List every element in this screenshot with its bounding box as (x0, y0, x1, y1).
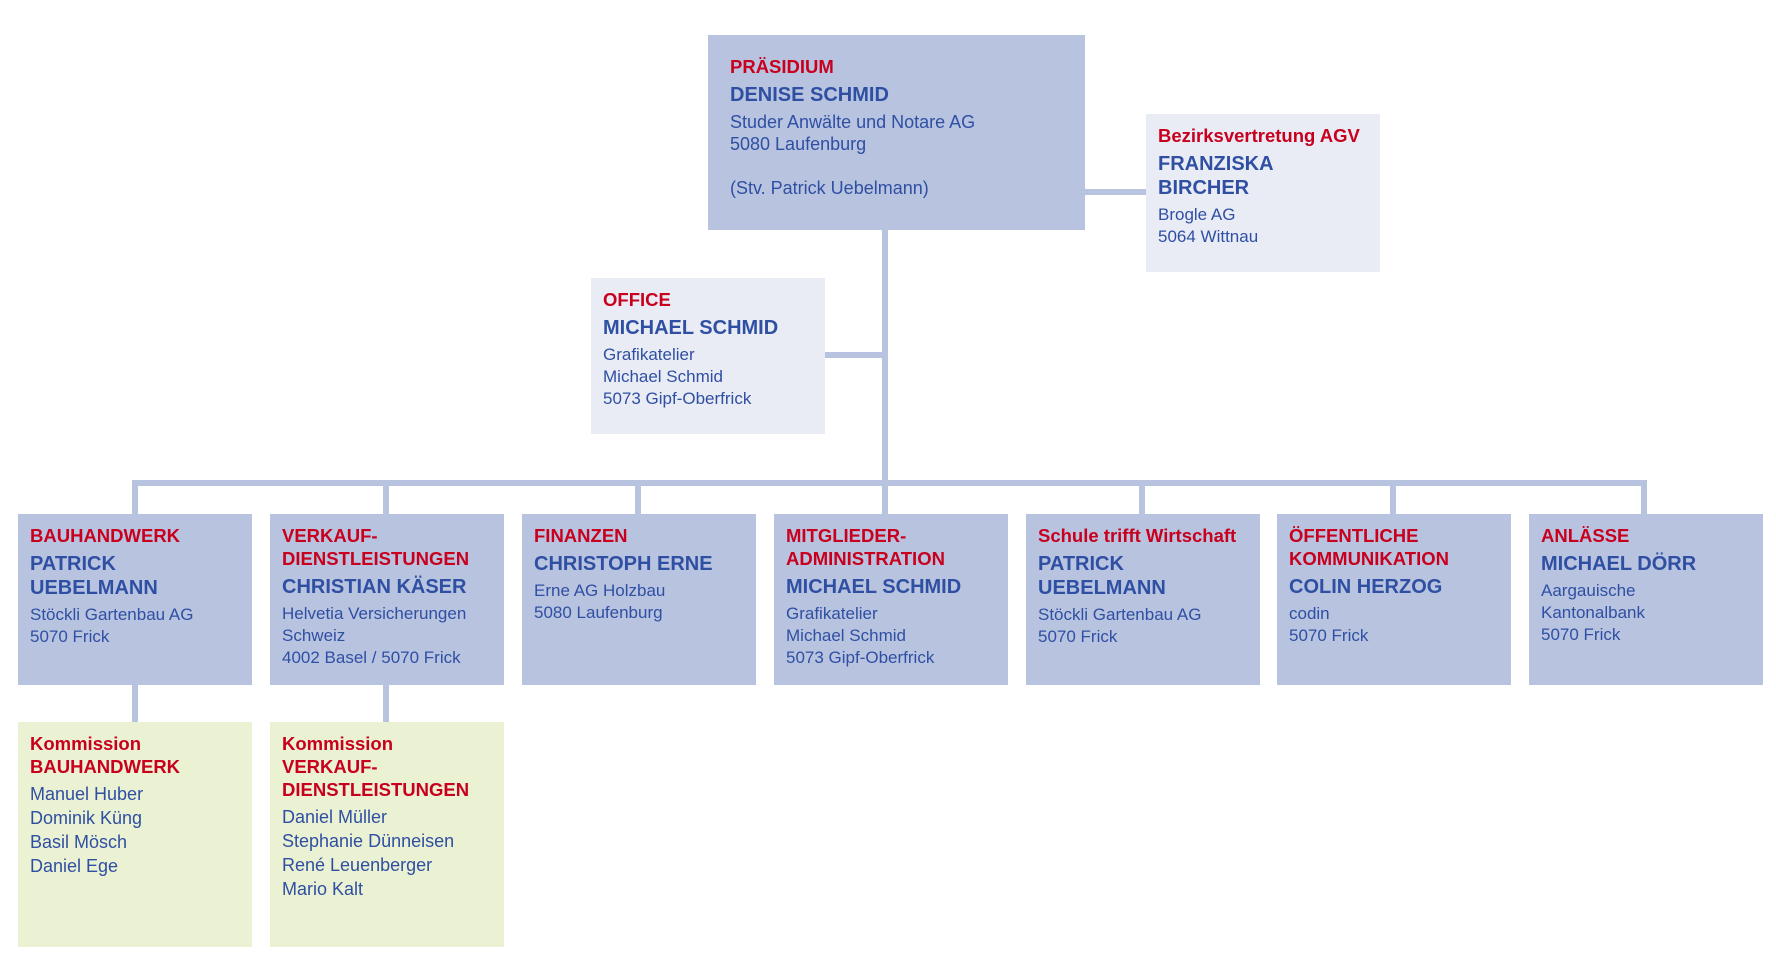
department-name: MICHAEL DÖRR (1541, 553, 1697, 575)
department-details: Aargauische Kantonalbank 5070 Frick (1541, 581, 1645, 644)
connector-dept-6 (1390, 480, 1396, 514)
commission-box-bauhandwerk: Kommission BAUHANDWERK Manuel Huber Domi… (18, 722, 252, 947)
department-role: MITGLIEDER- ADMINISTRATION (786, 525, 945, 569)
department-name: COLIN HERZOG (1289, 576, 1443, 598)
department-details: Grafikatelier Michael Schmid 5073 Gipf-O… (786, 604, 935, 667)
office-name: MICHAEL SCHMID (603, 317, 779, 339)
department-name: MICHAEL SCHMID (786, 576, 962, 598)
connector-dept-5 (1139, 480, 1145, 514)
connector-dept-1 (132, 480, 138, 514)
department-box-finanzen: FINANZEN CHRISTOPH ERNE Erne AG Holzbau … (522, 514, 756, 685)
bezirk-details: Brogle AG 5064 Wittnau (1158, 205, 1259, 246)
bezirk-name: FRANZISKA BIRCHER (1158, 153, 1273, 199)
department-name: PATRICK UEBELMANN (1038, 553, 1166, 599)
bezirk-role: Bezirksvertretung AGV (1158, 125, 1360, 146)
commission-title: Kommission VERKAUF- DIENSTLEISTUNGEN (282, 733, 470, 800)
praesidium-name: DENISE SCHMID (730, 84, 889, 106)
commission-members: Manuel Huber Dominik Küng Basil Mösch Da… (30, 784, 144, 876)
connector-office (823, 352, 885, 358)
praesidium-details: Studer Anwälte und Notare AG 5080 Laufen… (730, 112, 976, 198)
department-details: codin 5070 Frick (1289, 604, 1369, 645)
department-box-bauhandwerk: BAUHANDWERK PATRICK UEBELMANN Stöckli Ga… (18, 514, 252, 685)
department-box-anlaesse: ANLÄSSE MICHAEL DÖRR Aargauische Kantona… (1529, 514, 1763, 685)
department-role: BAUHANDWERK (30, 525, 181, 546)
department-role: Schule trifft Wirtschaft (1038, 525, 1237, 546)
commission-box-verkauf: Kommission VERKAUF- DIENSTLEISTUNGEN Dan… (270, 722, 504, 947)
connector-dept-4 (882, 480, 888, 514)
connector-commission-1 (132, 682, 138, 722)
department-name: PATRICK UEBELMANN (30, 553, 158, 599)
department-role: ÖFFENTLICHE KOMMUNIKATION (1289, 525, 1449, 569)
department-details: Stöckli Gartenbau AG 5070 Frick (1038, 605, 1202, 646)
connector-commission-2 (383, 682, 389, 722)
department-box-kommunikation: ÖFFENTLICHE KOMMUNIKATION COLIN HERZOG c… (1277, 514, 1511, 685)
praesidium-box: PRÄSIDIUM DENISE SCHMID Studer Anwälte u… (708, 35, 1085, 230)
commission-members: Daniel Müller Stephanie Dünneisen René L… (282, 807, 455, 899)
office-box: OFFICE MICHAEL SCHMID Grafikatelier Mich… (591, 278, 825, 434)
connector-vertical-main (882, 230, 888, 486)
department-details: Stöckli Gartenbau AG 5070 Frick (30, 605, 194, 646)
department-box-mitglieder: MITGLIEDER- ADMINISTRATION MICHAEL SCHMI… (774, 514, 1008, 685)
office-role: OFFICE (603, 289, 671, 310)
department-box-verkauf: VERKAUF- DIENSTLEISTUNGEN CHRISTIAN KÄSE… (270, 514, 504, 685)
connector-dept-3 (635, 480, 641, 514)
connector-horizontal-departments (132, 480, 1647, 486)
bezirk-box: Bezirksvertretung AGV FRANZISKA BIRCHER … (1146, 114, 1380, 272)
department-role: ANLÄSSE (1541, 525, 1630, 546)
department-details: Helvetia Versicherungen Schweiz 4002 Bas… (282, 604, 467, 667)
connector-dept-7 (1641, 480, 1647, 514)
department-name: CHRISTOPH ERNE (534, 553, 713, 575)
department-role: VERKAUF- DIENSTLEISTUNGEN (282, 525, 470, 569)
commission-title: Kommission BAUHANDWERK (30, 733, 181, 777)
connector-dept-2 (383, 480, 389, 514)
department-details: Erne AG Holzbau 5080 Laufenburg (534, 581, 666, 622)
department-box-schule: Schule trifft Wirtschaft PATRICK UEBELMA… (1026, 514, 1260, 685)
office-details: Grafikatelier Michael Schmid 5073 Gipf-O… (603, 345, 752, 408)
connector-praesidium-bezirk (1084, 189, 1146, 195)
praesidium-role: PRÄSIDIUM (730, 56, 834, 77)
department-role: FINANZEN (534, 525, 628, 546)
department-name: CHRISTIAN KÄSER (282, 576, 467, 598)
